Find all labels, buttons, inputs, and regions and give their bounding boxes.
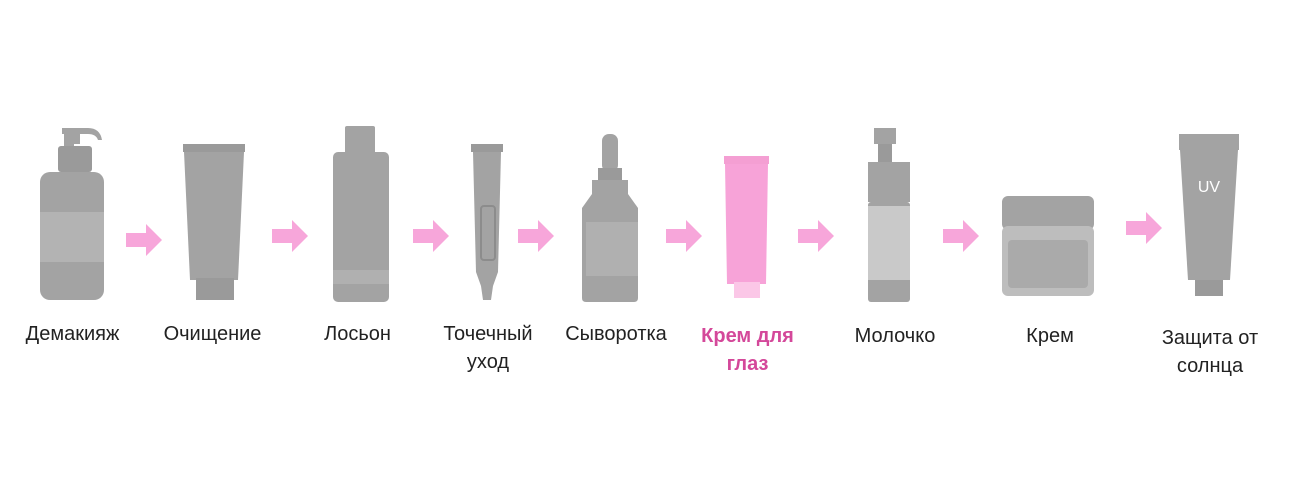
pump-flask-icon [868,128,910,302]
eye-cream-tube-icon [724,156,769,298]
step-label-line: Крем для [701,325,794,347]
step-label-zashchita-ot-solntsa: Защита от солнца [1145,324,1275,380]
step-label-line: солнца [1176,355,1244,377]
spot-treatment-tube-icon [471,144,503,300]
dropper-bottle-icon [582,134,638,302]
step-label-line: уход [466,351,510,373]
step-label-krem: Крем [1000,322,1100,350]
step-label-line: Лосьон [324,323,391,345]
step-label-line: глаз [726,353,769,375]
step-label-syvorotka: Сыворотка [555,320,677,348]
right-arrow-icon [126,224,162,256]
right-arrow-icon [413,220,449,252]
step-label-tochechnyy-ukhod: Точечный уход [428,320,548,376]
step-label-line: Демакияж [25,323,120,345]
right-arrow-icon [272,220,308,252]
uv-badge: UV [1198,179,1221,196]
step-label-krem-dlya-glaz: Крем для глаз [685,322,810,378]
right-arrow-icon [666,220,702,252]
step-label-line: Точечный [443,323,533,345]
lotion-bottle-icon [333,126,389,302]
right-arrow-icon [798,220,834,252]
step-label-loson: Лосьон [305,320,410,348]
step-label-ochishchenie: Очищение [150,320,275,348]
step-label-line: Крем [1026,325,1074,347]
right-arrow-icon [518,220,554,252]
pump-bottle-icon [40,128,104,300]
cream-jar-icon [1002,196,1094,296]
step-label-demakiyazh: Демакияж [10,320,135,348]
step-label-line: Защита от [1161,327,1259,349]
step-label-molochko: Молочко [840,322,950,350]
right-arrow-icon [943,220,979,252]
sunscreen-tube-icon: UV [1179,134,1239,296]
right-arrow-icon [1126,212,1162,244]
step-label-line: Молочко [854,325,936,347]
tube-icon [183,144,245,300]
step-label-line: Очищение [163,323,262,345]
step-label-line: Сыворотка [565,323,667,345]
